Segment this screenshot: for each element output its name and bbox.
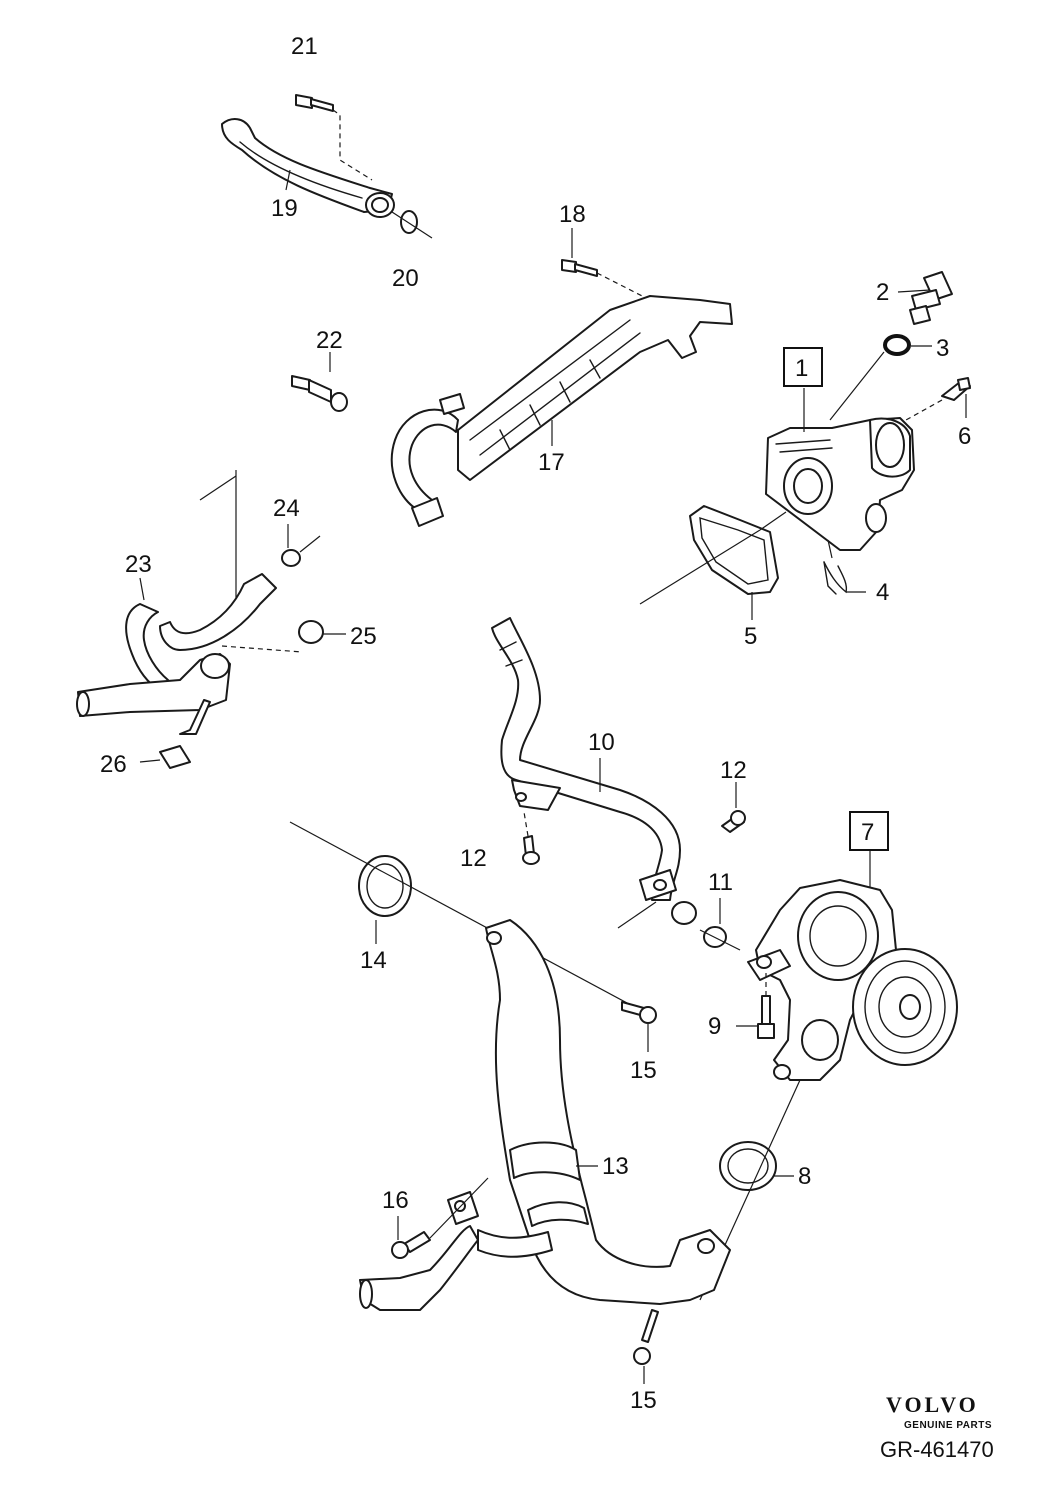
leader-25b — [221, 645, 303, 653]
gasket-5 — [689, 505, 779, 595]
leader-3b — [829, 351, 885, 421]
leader-23 — [139, 577, 145, 601]
callout-12-left: 12 — [460, 845, 487, 872]
callout-26: 26 — [100, 751, 127, 778]
o-ring-25 — [298, 620, 324, 644]
callout-1: 1 — [795, 355, 808, 382]
callout-25: 25 — [350, 623, 377, 650]
bolt-15b — [633, 1309, 659, 1365]
callout-24: 24 — [273, 495, 300, 522]
bolt-6 — [941, 377, 971, 401]
callout-16: 16 — [382, 1187, 409, 1214]
genuine-parts-label: GENUINE PARTS — [904, 1420, 992, 1431]
leader-2 — [897, 289, 931, 293]
pipe-10 — [491, 617, 697, 925]
gasket-14 — [358, 855, 412, 917]
callout-9: 9 — [708, 1013, 721, 1040]
bolt-26 — [159, 699, 211, 769]
callout-14: 14 — [360, 947, 387, 974]
bolt-12b — [721, 810, 746, 833]
leader-18b — [596, 272, 651, 301]
bolt-21 — [295, 94, 334, 112]
callout-6: 6 — [958, 423, 971, 450]
pipe-17 — [390, 295, 733, 527]
leader-10b — [617, 901, 657, 929]
callout-2: 2 — [876, 279, 889, 306]
seal-24 — [281, 549, 301, 567]
callout-17: 17 — [538, 449, 565, 476]
leader-21 — [332, 109, 373, 181]
clip-4 — [823, 561, 848, 595]
bolt-22 — [291, 375, 348, 412]
bolt-9 — [757, 995, 775, 1039]
callout-11: 11 — [708, 869, 733, 896]
callout-13: 13 — [602, 1153, 629, 1180]
leader-24b — [299, 535, 321, 553]
callout-15-upper: 15 — [630, 1057, 657, 1084]
leader-11b — [699, 929, 741, 951]
pipe-13 — [359, 919, 731, 1311]
sensor-2 — [909, 271, 953, 325]
hose-23 — [76, 573, 277, 717]
leader-26 — [139, 759, 161, 763]
gasket-8 — [719, 1141, 777, 1191]
callout-5: 5 — [744, 623, 757, 650]
leader-4b — [827, 539, 833, 559]
leader-20 — [391, 211, 433, 239]
callout-8: 8 — [798, 1163, 811, 1190]
callout-7-box: 7 — [849, 811, 889, 851]
leader-5c — [759, 511, 787, 531]
callout-12-right: 12 — [720, 757, 747, 784]
callouts: 21 19 20 18 22 17 2 3 1 6 4 5 24 23 25 2… — [100, 33, 971, 1414]
leader-5b — [639, 529, 761, 605]
callout-21: 21 — [291, 33, 318, 60]
callout-3: 3 — [936, 335, 949, 362]
bolt-18 — [561, 259, 598, 277]
callout-4: 4 — [876, 579, 889, 606]
seal-20 — [400, 210, 418, 234]
pipe-19 — [221, 118, 395, 218]
leader-16b — [429, 1177, 489, 1239]
water-pump-7 — [747, 879, 958, 1081]
callout-7: 7 — [861, 819, 874, 846]
callout-23: 23 — [125, 551, 152, 578]
bolt-15a — [621, 1001, 657, 1024]
volvo-logo: VOLVO — [886, 1392, 979, 1417]
thermostat-housing-1 — [765, 417, 915, 551]
callout-15-lower: 15 — [630, 1387, 657, 1414]
callout-18: 18 — [559, 201, 586, 228]
bolt-16 — [391, 1231, 431, 1259]
leader-14b — [289, 821, 641, 1011]
leader-19 — [285, 169, 291, 191]
bolt-12a — [522, 835, 540, 865]
callout-1-box: 1 — [783, 347, 823, 387]
diagram-reference: GR-461470 — [880, 1437, 994, 1462]
callout-20: 20 — [392, 265, 419, 292]
o-ring-3 — [883, 334, 911, 356]
leader-12a — [523, 811, 529, 837]
leader-6b — [905, 399, 943, 421]
callout-22: 22 — [316, 327, 343, 354]
leader-23-diag — [199, 475, 237, 501]
callout-10: 10 — [588, 729, 615, 756]
callout-19: 19 — [271, 195, 298, 222]
